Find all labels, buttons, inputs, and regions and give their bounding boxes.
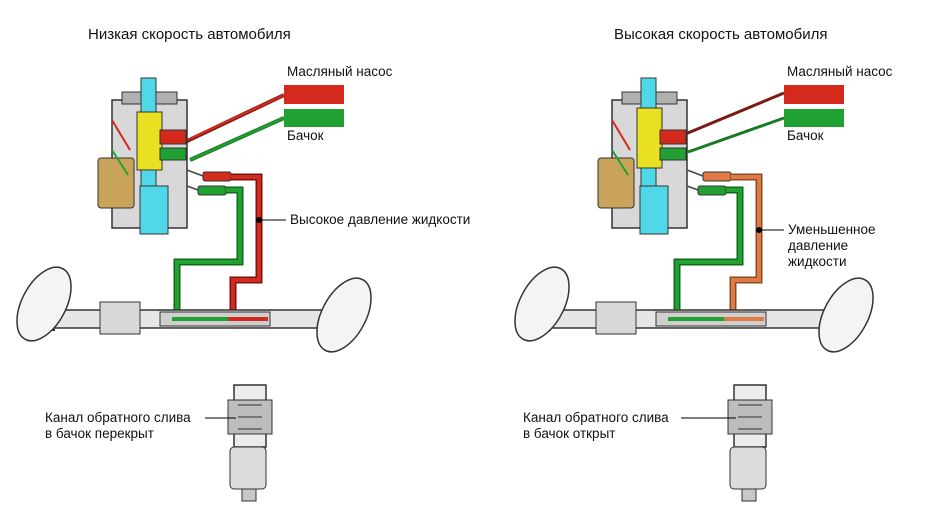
wheel-icon (818, 277, 874, 353)
panel-title: Низкая скорость автомобиля (88, 26, 291, 43)
oil-pump-label: Масляный насос (287, 64, 393, 79)
wheel-icon (316, 277, 372, 353)
servo-valve-icon (597, 77, 688, 235)
pipe-reduced-pressure (729, 173, 763, 312)
servo-valve-icon (97, 77, 188, 235)
return-channel-label: Канал обратного слива в бачок открыт (523, 410, 669, 441)
rotary-valve-icon (727, 384, 773, 502)
panel-title: Высокая скорость автомобиля (614, 26, 828, 43)
pipe-high-pressure (229, 173, 263, 312)
fitting-orange (702, 171, 732, 182)
tank-bar (784, 109, 844, 127)
fitting-red (202, 171, 232, 182)
pressure-label: Высокое давление жидкости (290, 212, 471, 227)
wheel-icon (16, 266, 72, 342)
fitting-green (197, 185, 227, 196)
return-channel-label: Канал обратного слива в бачок перекрыт (45, 410, 191, 441)
oil-pump-bar (284, 85, 344, 104)
fitting-green (697, 185, 727, 196)
panel-high-speed: Высокая скорость автомобиля (466, 0, 932, 517)
steering-rack-icon (528, 301, 858, 335)
steering-scheme (514, 77, 874, 502)
tank-bar (284, 109, 344, 127)
tank-label: Бачок (787, 128, 824, 143)
panel-low-speed: Низкая скорость автомобиля (0, 0, 470, 517)
steering-rack-icon (30, 301, 362, 335)
pressure-label: Уменьшенное давление жидкости (788, 222, 876, 269)
rotary-valve-icon (227, 384, 273, 502)
return-line (687, 116, 785, 154)
steering-scheme (16, 77, 372, 502)
oil-pump-label: Масляный насос (787, 64, 893, 79)
tank-label: Бачок (287, 128, 324, 143)
oil-pump-bar (784, 85, 844, 104)
pressure-line (682, 91, 785, 137)
wheel-icon (514, 266, 570, 342)
